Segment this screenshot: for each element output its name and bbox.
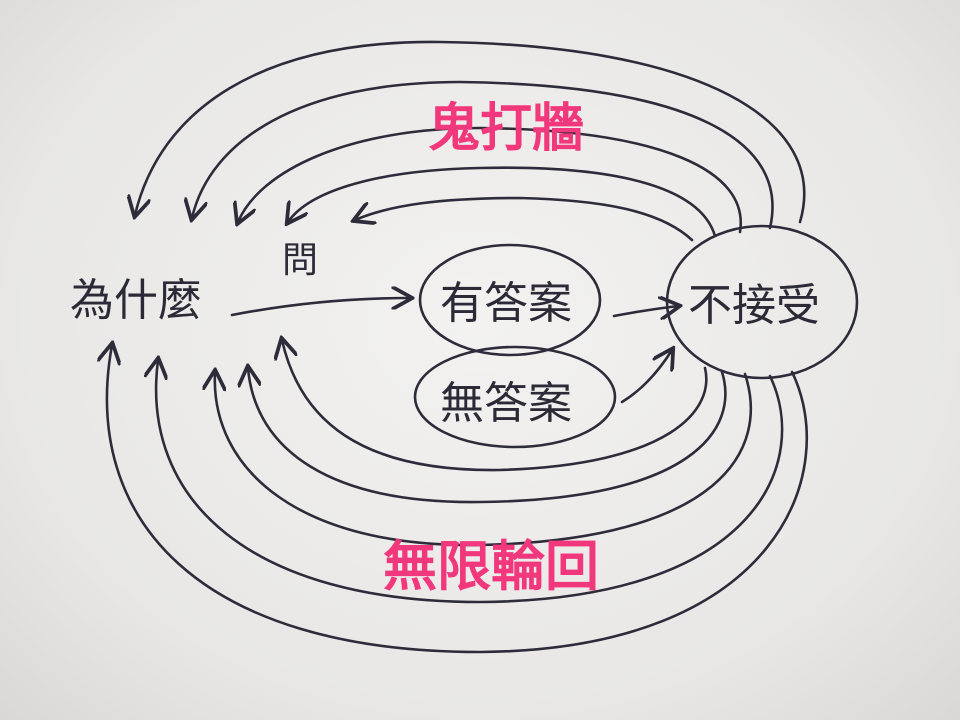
bottom-loop-arrow-1 [107, 345, 809, 654]
node-has-answer: 有答案 [440, 278, 572, 329]
arrow-why-to-has-answer [230, 298, 410, 317]
top-loop-arrow-4 [288, 166, 717, 238]
bottom-loop-arrow-5 [282, 340, 708, 472]
arrow-has-answer-to-not-accept [612, 306, 678, 316]
top-loop-arrow-1 [135, 40, 806, 224]
bottom-loop-arrow-3 [215, 372, 753, 547]
top-loop-arrow-2 [192, 80, 774, 230]
no-answer-ellipse [413, 345, 617, 449]
bottom-loop-arrow-2 [156, 360, 784, 604]
node-ask: 問 [282, 240, 318, 281]
arrow-no-answer-to-not-accept [620, 350, 672, 404]
node-no-answer: 無答案 [440, 378, 572, 429]
top-loop-arrow-3 [238, 126, 743, 234]
has-answer-ellipse [418, 243, 602, 357]
node-why: 為什麼 [70, 275, 202, 326]
node-not-accept: 不接受 [688, 280, 820, 331]
bottom-loop-label: 無限輪回 [383, 535, 599, 598]
bottom-loop-arrow-4 [248, 368, 727, 504]
top-loop-label: 鬼打牆 [428, 99, 584, 159]
top-loop-arrow-5 [355, 196, 694, 242]
